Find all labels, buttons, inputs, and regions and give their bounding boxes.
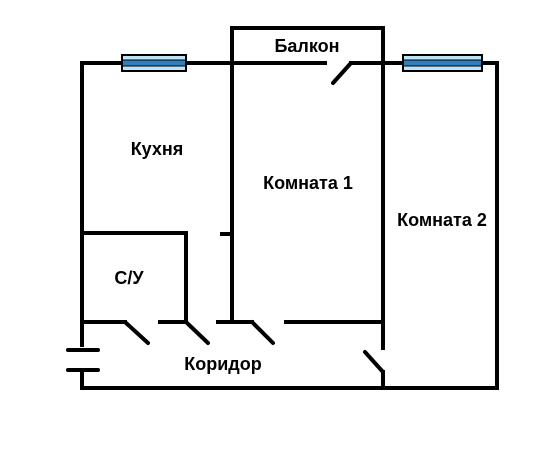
outer-walls xyxy=(80,61,499,390)
room2-door xyxy=(363,350,385,374)
kitchen-door xyxy=(184,320,210,345)
bathroom-door xyxy=(123,320,150,345)
doors xyxy=(66,61,385,374)
room1-door xyxy=(250,320,275,345)
label-balcony: Балкон xyxy=(274,36,339,56)
window-room2-glass xyxy=(403,60,482,66)
label-corridor: Коридор xyxy=(184,354,261,374)
window-kitchen xyxy=(121,54,187,72)
window-kitchen-glass xyxy=(122,60,186,66)
label-bathroom: С/У xyxy=(114,268,144,288)
balcony xyxy=(230,26,385,65)
window-room2 xyxy=(402,54,483,72)
window-kitchen-frame xyxy=(121,54,187,72)
interior-walls xyxy=(80,61,385,390)
label-room2: Комната 2 xyxy=(397,210,487,230)
label-room1: Комната 1 xyxy=(263,173,353,193)
balcony-door xyxy=(331,61,353,85)
label-kitchen: Кухня xyxy=(131,139,184,159)
window-room2-frame xyxy=(402,54,483,72)
